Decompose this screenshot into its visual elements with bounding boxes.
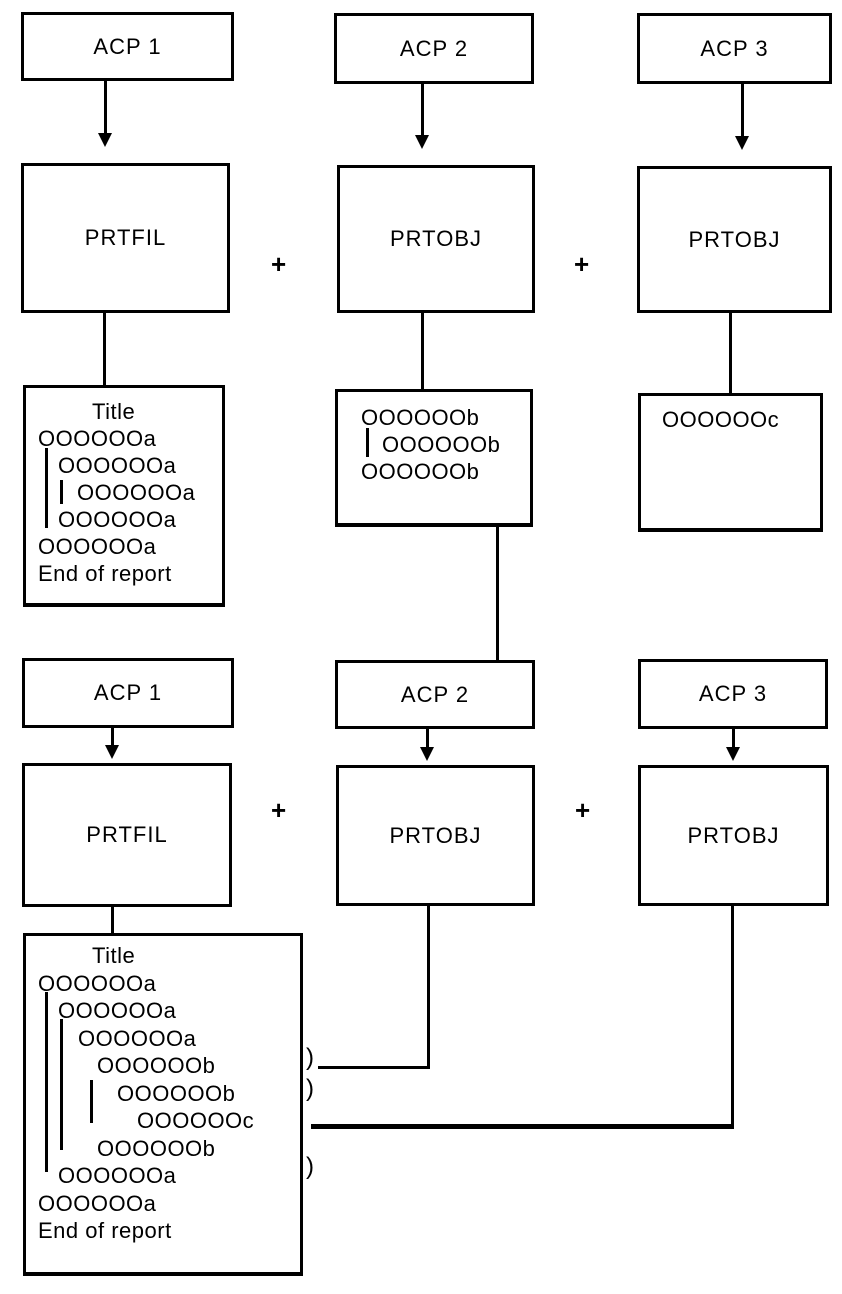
down-arrow-icon [105, 745, 119, 759]
report-line: OOOOOOb [382, 432, 501, 457]
acp1-box-top: ACP 1 [21, 12, 234, 81]
down-arrow-icon [420, 747, 434, 761]
connector-line [318, 1066, 430, 1069]
connector-line [103, 313, 106, 385]
report-line: Title [92, 399, 136, 424]
prtfil-label-top: PRTFIL [84, 225, 167, 250]
prtobj2-label-bottom: PRTOBJ [389, 822, 482, 848]
report-line: OOOOOOc [662, 407, 780, 432]
connector-line [729, 313, 732, 393]
acp3-label-top: ACP 3 [700, 35, 769, 61]
report2-box: OOOOOOb OOOOOOb OOOOOOb [335, 389, 533, 527]
connector-line [731, 906, 734, 1129]
acp1-box-bottom: ACP 1 [22, 658, 234, 728]
report-line: OOOOOOb [361, 459, 480, 484]
connector-line [427, 906, 430, 1069]
group-paren: ) [306, 1075, 314, 1102]
plus-sign: + [271, 795, 287, 825]
acp2-label-bottom: ACP 2 [400, 681, 470, 707]
prtobj3-box-top: PRTOBJ [637, 166, 832, 313]
report-line: OOOOOOa [38, 1190, 157, 1216]
acp2-box-top: ACP 2 [334, 13, 534, 84]
connector-line [496, 527, 499, 660]
prtobj3-label-top: PRTOBJ [688, 226, 781, 252]
report3-box: OOOOOOc [638, 393, 823, 532]
report-line: OOOOOOa [58, 1163, 177, 1188]
report-line: OOOOOOa [58, 507, 177, 532]
down-arrow-icon [726, 747, 740, 761]
report-line: OOOOOOb [97, 1053, 216, 1078]
report-line: OOOOOOc [137, 1108, 255, 1133]
acp1-label-top: ACP 1 [93, 33, 162, 59]
down-arrow-shaft [426, 729, 429, 747]
acp3-box-bottom: ACP 3 [638, 659, 828, 729]
down-arrow-shaft [421, 84, 424, 137]
down-arrow-icon [98, 133, 112, 147]
report-line: OOOOOOa [58, 998, 177, 1023]
prtfil-label-bottom: PRTFIL [86, 822, 168, 847]
nesting-bar [366, 428, 369, 457]
report-line: OOOOOOa [38, 534, 157, 559]
connector-line [311, 1124, 734, 1129]
nesting-bar [45, 448, 48, 528]
report-line: Title [92, 943, 136, 968]
down-arrow-shaft [732, 729, 735, 747]
prtobj2-box-bottom: PRTOBJ [336, 765, 535, 906]
report-line: OOOOOOa [77, 480, 196, 505]
nesting-bar [90, 1080, 93, 1123]
acp2-label-top: ACP 2 [399, 35, 469, 61]
prtobj3-box-bottom: PRTOBJ [638, 765, 829, 906]
report-line: OOOOOOa [38, 426, 157, 451]
group-paren: ) [306, 1044, 314, 1071]
report-line: End of report [38, 561, 172, 586]
down-arrow-icon [415, 135, 429, 149]
prtfil-box-top: PRTFIL [21, 163, 230, 313]
report-line: OOOOOOb [117, 1080, 236, 1106]
down-arrow-shaft [111, 728, 114, 746]
merged-report-box: Title OOOOOOa OOOOOOa OOOOOOa OOOOOOb OO… [23, 933, 303, 1276]
acp3-label-bottom: ACP 3 [698, 681, 768, 706]
prtobj2-label-top: PRTOBJ [390, 226, 482, 251]
report-line: OOOOOOa [38, 970, 157, 996]
nesting-bar [60, 1019, 63, 1150]
prtfil-box-bottom: PRTFIL [22, 763, 232, 907]
plus-sign: + [575, 795, 591, 825]
report-line: OOOOOOa [78, 1025, 197, 1051]
nesting-bar [45, 992, 48, 1172]
report-line: OOOOOOb [97, 1135, 216, 1161]
plus-sign: + [574, 249, 590, 279]
acp1-label-bottom: ACP 1 [93, 680, 163, 705]
connector-line [111, 907, 114, 933]
plus-sign: + [271, 249, 287, 279]
report1-box: Title OOOOOOa OOOOOOa OOOOOOa OOOOOOa OO… [23, 385, 225, 607]
group-paren: ) [306, 1153, 314, 1180]
report-line: End of report [38, 1218, 172, 1243]
acp2-box-bottom: ACP 2 [335, 660, 535, 729]
down-arrow-shaft [104, 81, 107, 135]
prtobj3-label-bottom: PRTOBJ [687, 822, 780, 848]
nesting-bar [60, 480, 63, 504]
report-line: OOOOOOb [361, 405, 480, 430]
acp3-box-top: ACP 3 [637, 13, 832, 84]
down-arrow-icon [735, 136, 749, 150]
connector-line [421, 313, 424, 389]
report-line: OOOOOOa [58, 453, 177, 478]
prtobj2-box-top: PRTOBJ [337, 165, 535, 313]
down-arrow-shaft [741, 84, 744, 137]
